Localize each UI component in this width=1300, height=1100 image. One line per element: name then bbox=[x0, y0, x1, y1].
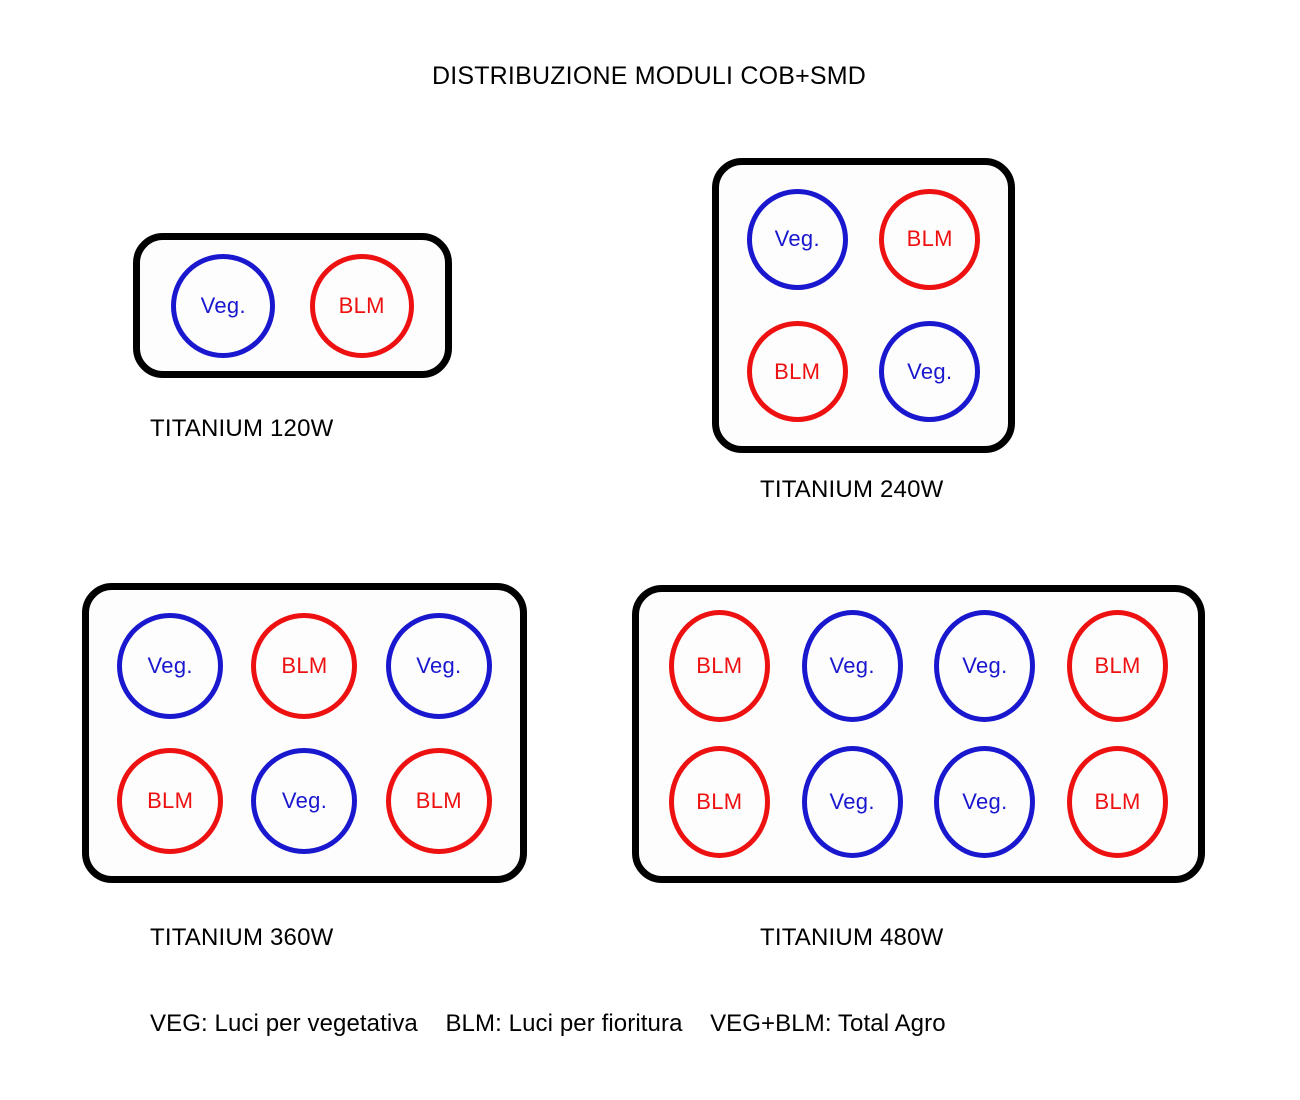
module-label: BLM bbox=[415, 787, 462, 813]
module-blm[interactable]: BLM bbox=[879, 188, 981, 290]
page-title-text: DISTRIBUZIONE MODULI COB+SMD bbox=[431, 62, 867, 90]
module-label: BLM bbox=[1094, 789, 1141, 814]
module-label: BLM bbox=[281, 652, 328, 678]
module-label: BLM bbox=[147, 787, 194, 813]
page-title: DISTRIBUZIONE MODULI COB+SMD bbox=[0, 62, 1300, 91]
legend-blm: BLM: Luci per fioritura bbox=[445, 1010, 683, 1037]
module-label: Veg. bbox=[774, 226, 820, 252]
module-label: Veg. bbox=[962, 653, 1008, 678]
module-label: Veg. bbox=[829, 789, 875, 814]
module-blm[interactable]: BLM bbox=[668, 746, 770, 858]
legend-veg: VEG: Luci per vegetativa bbox=[150, 1010, 418, 1037]
module-veg[interactable]: Veg. bbox=[251, 747, 358, 854]
module-blm[interactable]: BLM bbox=[385, 747, 492, 854]
module-veg[interactable]: Veg. bbox=[117, 612, 224, 719]
panel-caption-titanium-240w: TITANIUM 240W bbox=[760, 476, 944, 503]
module-veg[interactable]: Veg. bbox=[385, 612, 492, 719]
module-blm[interactable]: BLM bbox=[668, 610, 770, 722]
legend-total: VEG+BLM: Total Agro bbox=[710, 1010, 946, 1037]
panel-caption-titanium-120w: TITANIUM 120W bbox=[150, 415, 334, 442]
module-grid: Veg. BLM bbox=[140, 240, 445, 371]
module-label: Veg. bbox=[200, 292, 246, 318]
module-label: Veg. bbox=[907, 358, 953, 384]
module-blm[interactable]: BLM bbox=[309, 253, 414, 358]
module-veg[interactable]: Veg. bbox=[171, 253, 276, 358]
module-label: Veg. bbox=[147, 652, 193, 678]
module-blm[interactable]: BLM bbox=[1067, 610, 1169, 722]
module-label: Veg. bbox=[281, 787, 328, 813]
module-grid: BLM Veg. Veg. BLM BLM Veg. Veg. BLM bbox=[639, 592, 1198, 876]
product-panel-titanium-360w[interactable]: Veg. BLM Veg. BLM Veg. BLM bbox=[82, 583, 527, 883]
module-label: BLM bbox=[1094, 653, 1141, 678]
module-veg[interactable]: Veg. bbox=[801, 746, 903, 858]
module-label: Veg. bbox=[962, 789, 1008, 814]
module-veg[interactable]: Veg. bbox=[746, 188, 848, 290]
module-label: BLM bbox=[906, 226, 953, 252]
module-veg[interactable]: Veg. bbox=[934, 610, 1036, 722]
module-label: BLM bbox=[338, 292, 385, 318]
module-label: Veg. bbox=[416, 652, 462, 678]
panel-caption-titanium-480w: TITANIUM 480W bbox=[760, 924, 944, 951]
module-veg[interactable]: Veg. bbox=[879, 321, 981, 423]
module-blm[interactable]: BLM bbox=[251, 612, 358, 719]
module-veg[interactable]: Veg. bbox=[801, 610, 903, 722]
panel-caption-titanium-360w: TITANIUM 360W bbox=[150, 924, 334, 951]
module-label: BLM bbox=[696, 789, 743, 814]
module-grid: Veg. BLM Veg. BLM Veg. BLM bbox=[89, 590, 520, 876]
module-label: Veg. bbox=[829, 653, 875, 678]
module-label: BLM bbox=[696, 653, 743, 678]
product-panel-titanium-480w[interactable]: BLM Veg. Veg. BLM BLM Veg. Veg. BLM bbox=[632, 585, 1205, 883]
product-panel-titanium-240w[interactable]: Veg. BLM BLM Veg. bbox=[712, 158, 1015, 453]
module-blm[interactable]: BLM bbox=[117, 747, 224, 854]
module-label: BLM bbox=[774, 358, 821, 384]
product-panel-titanium-120w[interactable]: Veg. BLM bbox=[133, 233, 452, 378]
module-grid: Veg. BLM BLM Veg. bbox=[719, 165, 1008, 446]
module-veg[interactable]: Veg. bbox=[934, 746, 1036, 858]
legend: VEG: Luci per vegetativa BLM: Luci per f… bbox=[150, 1010, 946, 1038]
module-blm[interactable]: BLM bbox=[1067, 746, 1169, 858]
module-blm[interactable]: BLM bbox=[746, 321, 848, 423]
